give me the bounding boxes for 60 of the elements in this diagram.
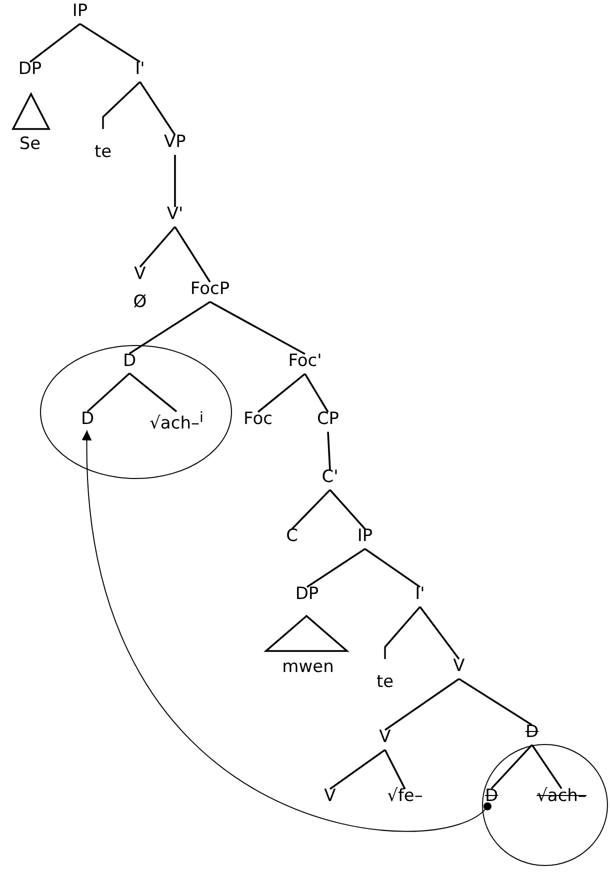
tree-node-label: IP [357,528,373,546]
tree-branch [384,678,460,731]
tree-node-label: IP [72,3,88,21]
tree-node-label: V [379,729,391,747]
tree-node-label: I' [135,61,145,79]
tree-branch [327,432,331,470]
tree-branch [80,23,140,63]
roof-triangle [265,615,348,652]
tree-branch [257,373,306,413]
tree-node-label: DP [295,586,319,604]
circle-outline [40,345,232,479]
tree-branch [458,678,532,726]
tree-node-label: V Ø [133,266,147,312]
tree-branch [102,81,141,118]
tree-node-label: D [525,724,539,742]
tree-branch [128,372,178,412]
tree-node-label: I' [415,586,425,604]
tree-node-label: √fe– [387,788,423,806]
tree-node-label: Foc [244,411,272,429]
circle-outline [482,744,608,866]
tree-branch [210,301,306,355]
tree-branch [419,606,460,660]
tree-node-label: C [286,528,298,546]
tree-node-label: D [484,788,498,806]
tree-branch [490,744,533,790]
roof-triangle [12,93,50,130]
tree-branch [139,81,176,136]
tree-branch [29,23,81,63]
tree-branch [304,373,329,412]
tree-branch [364,548,421,588]
tree-branch [86,372,130,412]
tree-branch [329,749,386,790]
tree-node-label: I te [376,646,394,692]
tree-node-label: Se [19,136,41,154]
tree-branch [174,154,176,207]
tree-branch [384,606,421,648]
tree-node-label: Foc' [288,353,322,371]
tree-branch [174,226,211,282]
tree-node-label: V [324,788,336,806]
tree-node-label: D [122,352,136,370]
tree-node-label: DP [18,61,42,79]
tree-node-label: C' [322,469,338,487]
tree-branch [531,744,562,789]
tree-node-label: D [80,410,94,428]
tree-node-label: √ach–$^{i}$ [150,410,204,433]
tree-branch [329,489,366,530]
tree-node-label: √ach– [536,788,586,806]
tree-branch [291,489,331,530]
tree-node-label: mwen [282,659,334,677]
tree-branch [139,226,176,268]
tree-node-label: CP [316,411,340,429]
tree-node-label: V [453,658,465,676]
movement-arrow [82,430,492,832]
tree-node-label: FocP [190,281,230,299]
tree-branch [129,301,210,354]
tree-node-label: V' [166,206,184,224]
tree-node-label: VP [164,134,186,152]
tree-branch [384,749,406,790]
tree-node-label: I te [94,116,112,162]
tree-branch [306,548,366,588]
